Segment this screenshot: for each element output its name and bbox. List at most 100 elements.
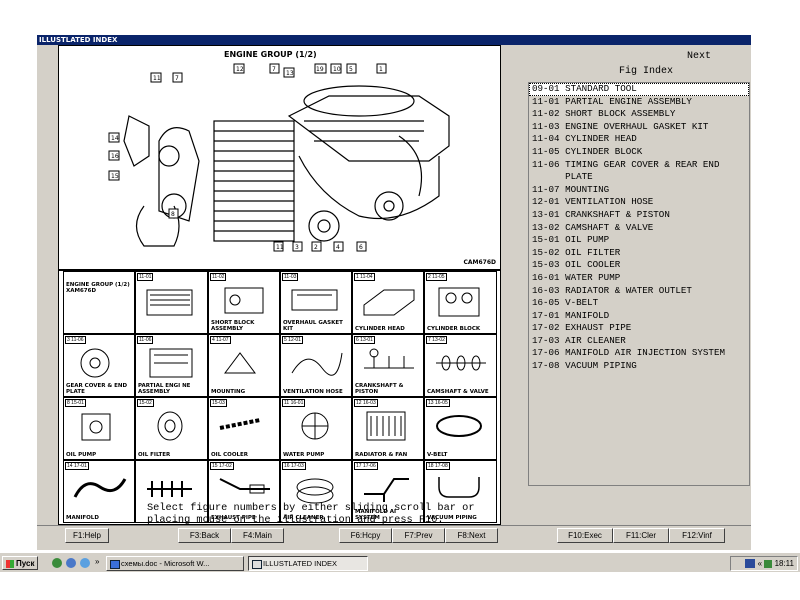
mounting-icon [224,352,256,374]
function-key-bar: F1:Help F3:Back F4:Main F6:Hcpy F7:Prev … [0,528,800,544]
svg-text:11: 11 [276,244,284,251]
thumb-17-08[interactable]: 18 17-08 VACUUM PIPING [424,460,497,523]
instruction-text: Select figure numbers by either sliding … [147,502,475,526]
svg-text:14: 14 [111,135,119,142]
thumb-11-06[interactable]: 3 11-06 GEAR COVER & END PLATE [63,334,135,397]
thumb-12-01[interactable]: 5 12-01 VENTILATION HOSE [280,334,352,397]
f4-main-button[interactable]: F4:Main [231,528,284,543]
engine-diagram[interactable]: ENGINE GROUP (1/2) [59,46,500,271]
thumb-17-02-a[interactable] [135,460,208,523]
svg-text:3: 3 [295,244,299,251]
windows-logo-icon [6,559,14,568]
quicklaunch-chevron-icon[interactable]: » [95,557,100,566]
fig-index-item[interactable]: 17-03 AIR CLEANER [532,334,626,346]
desktop-blank [0,572,800,600]
f11-cler-button[interactable]: F11:Cler [613,528,669,543]
language-icon[interactable] [745,559,756,569]
thumb-13-01[interactable]: 6 13-01 CRANKSHAFT & PISTON [352,334,424,397]
fig-index-item[interactable]: 16-03 RADIATOR & WATER OUTLET [532,284,692,296]
fig-index-item[interactable]: 11-06 TIMING GEAR COVER & REAR END PLATE [532,158,720,183]
word-icon [110,560,120,569]
fig-index-item[interactable]: 15-03 OIL COOLER [532,259,621,271]
start-button[interactable]: Пуск [2,556,39,570]
fig-index-item[interactable]: 16-05 V-BELT [532,297,599,309]
thumb-11-02[interactable]: 11-02 SHORT BLOCK ASSEMBLY [208,271,280,334]
fig-index-list[interactable]: 09-01 STANDARD TOOL 11-01 PARTIAL ENGINE… [528,82,750,486]
task-illustrated-index[interactable]: ILLUSTLATED INDEX [248,556,368,571]
svg-text:10: 10 [333,66,341,73]
fig-index-item[interactable]: 13-02 CAMSHAFT & VALVE [532,221,654,233]
f3-back-button[interactable]: F3:Back [178,528,231,543]
fig-index-item[interactable]: 17-08 VACUUM PIPING [532,360,637,372]
thumb-13-02[interactable]: 7 13-02 CAMSHAFT & VALVE [424,334,497,397]
camshaft-icon [436,355,486,371]
gear-cover-icon [80,348,110,378]
next-label: Next [687,51,712,62]
oil-filter-icon [157,411,183,441]
thumb-11-03[interactable]: 11-03 OVERHAUL GASKET KIT [280,271,352,334]
fig-index-item[interactable]: 15-01 OIL PUMP [532,234,610,246]
email-icon[interactable] [66,558,76,568]
fig-index-item[interactable]: 11-07 MOUNTING [532,183,610,195]
engine-icon [146,289,193,316]
thumb-17-06[interactable]: 17 17-06 MANIFOLD AI SYSTEM [352,460,424,523]
task-word-document[interactable]: схемы.doc - Microsoft W... [106,556,244,571]
manifold-icon [73,478,127,498]
svg-text:2: 2 [314,244,318,251]
fig-index-item[interactable]: 12-01 VENTILATION HOSE [532,196,654,208]
f8-next-button[interactable]: F8:Next [445,528,498,543]
svg-text:7: 7 [272,66,276,73]
window-icon [252,560,262,569]
fig-index-item[interactable]: 11-03 ENGINE OVERHAUL GASKET KIT [532,120,709,132]
thumb-15-01[interactable]: 8 15-01 OIL PUMP [63,397,135,460]
media-icon[interactable] [80,558,90,568]
fig-index-item[interactable]: 11-01 PARTIAL ENGINE ASSEMBLY [532,95,692,107]
fig-index-item[interactable]: 17-01 MANIFOLD [532,309,610,321]
thumb-16-01[interactable]: 11 16-01 WATER PUMP [280,397,352,460]
fig-index-item[interactable]: 09-01 STANDARD TOOL [529,83,749,96]
svg-text:1: 1 [379,66,383,73]
cylinder-block-icon [438,287,480,317]
app-window: ILLUSTLATED INDEX ENGINE GROUP (1/2) [37,35,751,550]
thumb-16-03[interactable]: 12 16-03 RADIATOR & FAN [352,397,424,460]
thumb-partial-engine[interactable]: 11-06 PARTIAL ENGI NE ASSEMBLY [135,334,208,397]
thumb-11-01[interactable]: 11-01 [135,271,208,334]
fig-index-item[interactable]: 15-02 OIL FILTER [532,246,621,258]
f10-exec-button[interactable]: F10:Exec [557,528,613,543]
fig-index-item[interactable]: 17-02 EXHAUST PIPE [532,322,632,334]
thumb-17-01[interactable]: 14 17-01 MANIFOLD [63,460,135,523]
system-tray: « 18:11 [730,556,798,571]
thumb-11-04[interactable]: 1 11-04 CYLINDER HEAD [352,271,424,334]
fig-index-item[interactable]: 16-01 WATER PUMP [532,271,621,283]
fig-index-item[interactable]: 11-04 CYLINDER HEAD [532,133,637,145]
thumb-17-03[interactable]: 16 17-03 AIR CLEANER [280,460,352,523]
f12-vinf-button[interactable]: F12:Vinf [669,528,725,543]
window-title: ILLUSTLATED INDEX [37,35,751,45]
thumb-15-03[interactable]: 15-03 OIL COOLER [208,397,280,460]
thumb-17-02[interactable]: 15 17-02 EXHAUST PIPE [208,460,280,523]
fig-index-header: Fig Index [619,66,674,77]
network-icon[interactable] [764,559,773,568]
f6-hcpy-button[interactable]: F6:Hcpy [339,528,392,543]
svg-text:12: 12 [236,66,244,73]
fig-index-item[interactable]: 13-01 CRANKSHAFT & PISTON [532,208,670,220]
f7-prev-button[interactable]: F7:Prev [392,528,445,543]
fig-index-item[interactable]: 17-06 MANIFOLD AIR INJECTION SYSTEM [532,347,725,359]
svg-text:8: 8 [171,211,175,218]
figure-thumbnail-grid: ENGINE GROUP (1/2) XAM676D 11-01 11-02 S… [63,271,497,523]
thumb-15-02[interactable]: 15-02 OIL FILTER [135,397,208,460]
block-icon [224,287,264,314]
thumb-engine-group[interactable]: ENGINE GROUP (1/2) XAM676D [63,271,135,334]
tray-chevron-icon[interactable]: « [757,559,763,568]
illustration-panel[interactable]: ENGINE GROUP (1/2) [58,45,501,525]
f1-help-button[interactable]: F1:Help [65,528,109,543]
v-belt-icon [436,415,482,437]
thumb-11-07[interactable]: 4 11-07 MOUNTING [208,334,280,397]
fig-index-item[interactable]: 11-05 CYLINDER BLOCK [532,145,643,157]
exhaust-manifold-icon [147,481,192,497]
thumb-16-05[interactable]: 13 16-05 V-BELT [424,397,497,460]
thumb-11-05[interactable]: 2 11-05 CYLINDER BLOCK [424,271,497,334]
oil-pump-icon [81,413,111,441]
browser-icon[interactable] [52,558,62,568]
fig-index-item[interactable]: 11-02 SHORT BLOCK ASSEMBLY [532,108,676,120]
